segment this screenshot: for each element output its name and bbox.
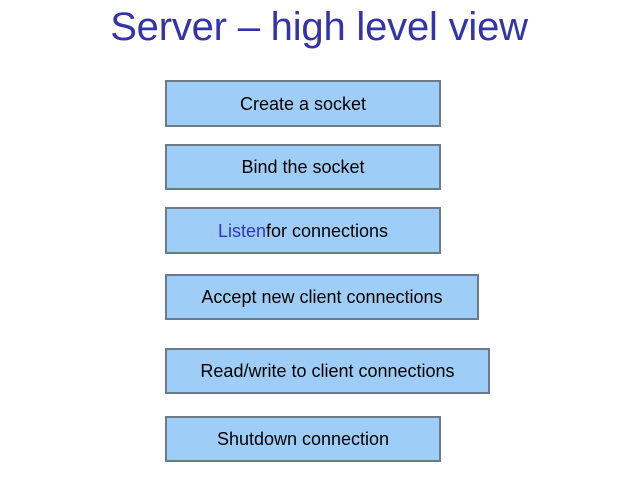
flow-step-shutdown-connection[interactable]: Shutdown connection — [165, 416, 441, 462]
flow-step-label: Accept new client connections — [201, 287, 443, 307]
flow-step-label: Shutdown connection — [216, 429, 390, 449]
flow-step-read-write-client-connections[interactable]: Read/write to client connections — [165, 348, 490, 394]
flow-step-listen-for-connections[interactable]: Listen for connections — [165, 207, 441, 254]
flow-step-accept-new-client-connections[interactable]: Accept new client connections — [165, 274, 479, 320]
page-title: Server – high level view — [110, 5, 528, 49]
flow-step-label: Read/write to client connections — [200, 361, 455, 381]
flow-step-label: for connections — [265, 220, 389, 241]
flow-step-create-socket[interactable]: Create a socket — [165, 80, 441, 127]
flow-step-label: Bind the socket — [241, 157, 365, 177]
flow-step-label: Create a socket — [239, 93, 367, 114]
flow-step-bind-socket[interactable]: Bind the socket — [165, 144, 441, 190]
flow-step-label-accent: Listen — [217, 220, 266, 241]
